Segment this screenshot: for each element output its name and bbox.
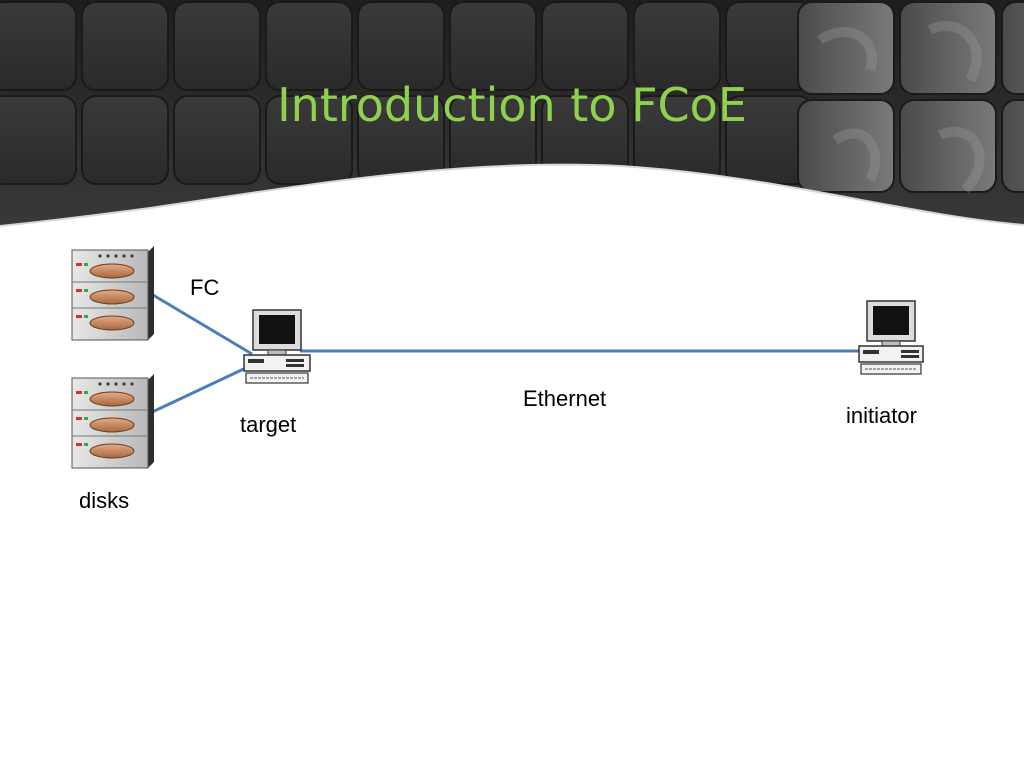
initiator-label: initiator <box>846 403 917 428</box>
ethernet-label: Ethernet <box>523 386 607 411</box>
disk-array-icon <box>71 374 154 469</box>
connection-links <box>147 290 862 416</box>
fc-link-2 <box>147 364 251 416</box>
fc-label: FC <box>190 275 220 300</box>
slide-title: Introduction to FCoE <box>277 78 747 132</box>
disks-label: disks <box>79 488 130 513</box>
fc-link-1 <box>147 290 253 356</box>
target-label: target <box>240 412 297 437</box>
header-background <box>0 0 1024 227</box>
computer-icon <box>243 309 311 384</box>
disk-array-icon <box>71 246 154 341</box>
computer-icon <box>858 300 924 375</box>
